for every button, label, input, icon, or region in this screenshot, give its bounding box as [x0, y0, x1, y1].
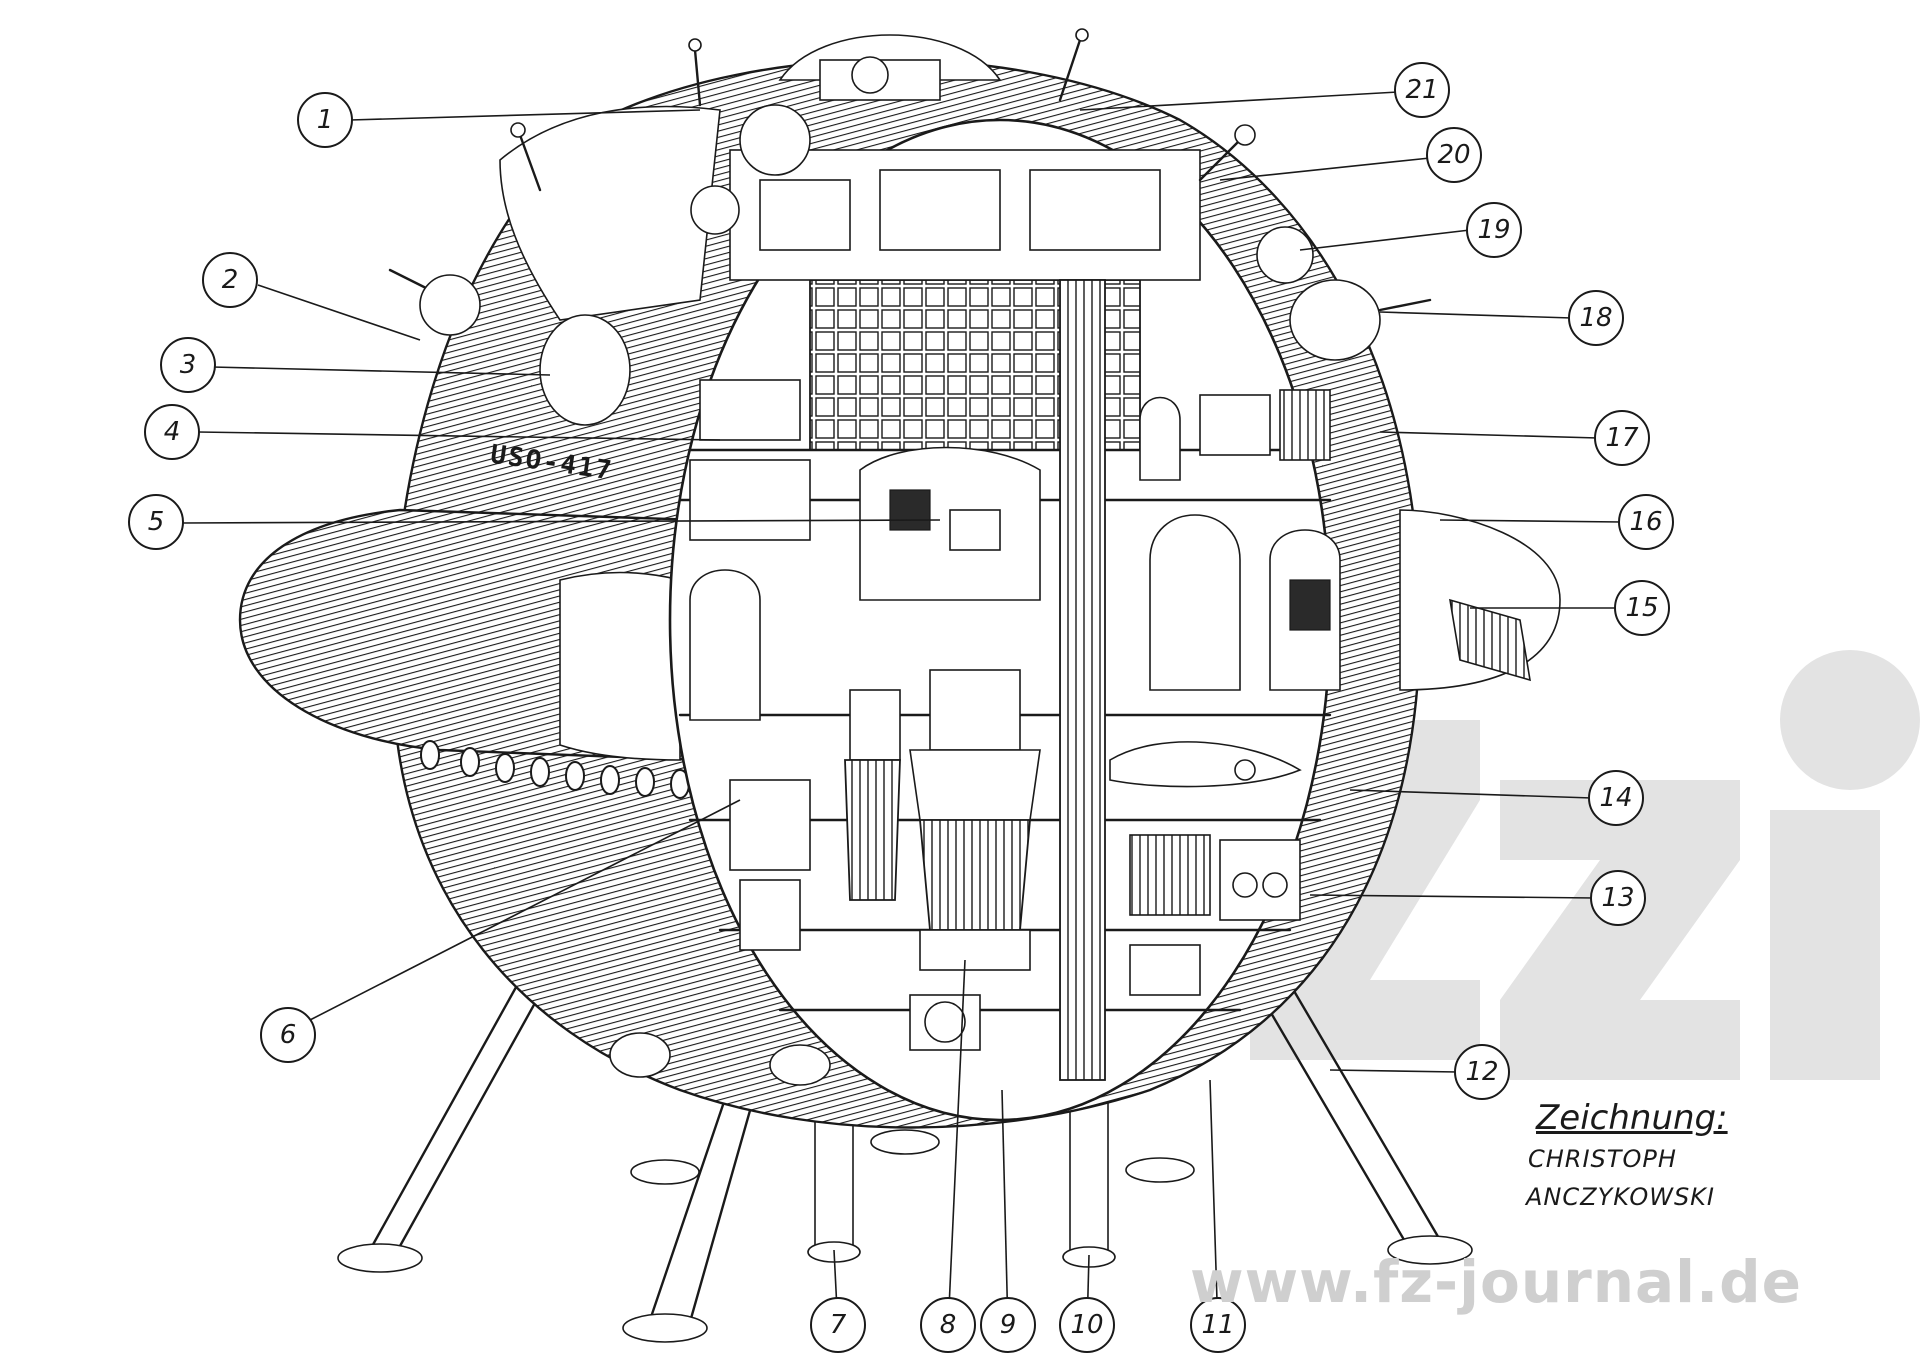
callout-number: 7 [830, 1310, 847, 1340]
callout-15: 15 [1614, 580, 1670, 636]
callout-19: 19 [1466, 202, 1522, 258]
callout-circle [297, 92, 353, 148]
callout-number: 15 [1625, 593, 1658, 623]
callout-number: 8 [940, 1310, 957, 1340]
callout-circle [144, 404, 200, 460]
leader-lines [181, 91, 1623, 1333]
callout-13: 13 [1590, 870, 1646, 926]
callout-circle [1454, 1044, 1510, 1100]
callout-number: 4 [164, 417, 181, 447]
antennas [388, 28, 1432, 1086]
callout-1: 1 [297, 92, 353, 148]
callout-12: 12 [1454, 1044, 1510, 1100]
callout-number: 5 [148, 507, 165, 537]
cutaway-interior [668, 118, 1341, 1122]
callout-circle [810, 1297, 866, 1353]
callout-number: 6 [280, 1020, 297, 1050]
callout-number: 21 [1405, 75, 1438, 105]
callout-number: 11 [1201, 1310, 1234, 1340]
callout-number: 2 [222, 265, 239, 295]
credit-last-name: ANCZYKOWSKI [1526, 1183, 1715, 1211]
callout-number: 12 [1465, 1057, 1498, 1087]
callout-circle [1614, 580, 1670, 636]
callout-17: 17 [1594, 410, 1650, 466]
watermark-url: www.fz-journal.de [1190, 1248, 1802, 1316]
callout-number: 3 [180, 350, 197, 380]
callout-circle [160, 337, 216, 393]
callout-7: 7 [810, 1297, 866, 1353]
credit-first-name: CHRISTOPH [1528, 1145, 1677, 1173]
callout-21: 21 [1394, 62, 1450, 118]
top-dome [778, 34, 1002, 101]
callout-circle [1618, 494, 1674, 550]
right-flap [1399, 509, 1561, 691]
callout-9: 9 [980, 1297, 1036, 1353]
callout-circle [1394, 62, 1450, 118]
callout-number: 13 [1601, 883, 1634, 913]
callout-circle [1588, 770, 1644, 826]
callout-circle [1568, 290, 1624, 346]
equator-ring [238, 508, 702, 799]
callout-4: 4 [144, 404, 200, 460]
callout-number: 19 [1477, 215, 1510, 245]
callout-10: 10 [1059, 1297, 1115, 1353]
callout-8: 8 [920, 1297, 976, 1353]
callout-number: 16 [1629, 507, 1662, 537]
callout-circle [260, 1007, 316, 1063]
callout-20: 20 [1426, 127, 1482, 183]
callout-circle [1590, 870, 1646, 926]
callout-circle [128, 494, 184, 550]
callout-circle [1059, 1297, 1115, 1353]
callout-circle [920, 1297, 976, 1353]
callout-number: 9 [1000, 1310, 1017, 1340]
callout-11: 11 [1190, 1297, 1246, 1353]
callout-16: 16 [1618, 494, 1674, 550]
callout-6: 6 [260, 1007, 316, 1063]
callout-3: 3 [160, 337, 216, 393]
callout-circle [1594, 410, 1650, 466]
callout-number: 1 [317, 105, 334, 135]
callout-5: 5 [128, 494, 184, 550]
callout-circle [202, 252, 258, 308]
callout-number: 18 [1579, 303, 1612, 333]
callout-circle [1190, 1297, 1246, 1353]
callout-18: 18 [1568, 290, 1624, 346]
callout-circle [980, 1297, 1036, 1353]
callout-number: 17 [1605, 423, 1639, 453]
callout-circle [1466, 202, 1522, 258]
callout-14: 14 [1588, 770, 1644, 826]
callout-number: 10 [1070, 1310, 1103, 1340]
callout-number: 20 [1437, 140, 1470, 170]
callout-number: 14 [1599, 783, 1632, 813]
callout-2: 2 [202, 252, 258, 308]
credit-label: Zeichnung: [1536, 1098, 1728, 1138]
callout-circle [1426, 127, 1482, 183]
